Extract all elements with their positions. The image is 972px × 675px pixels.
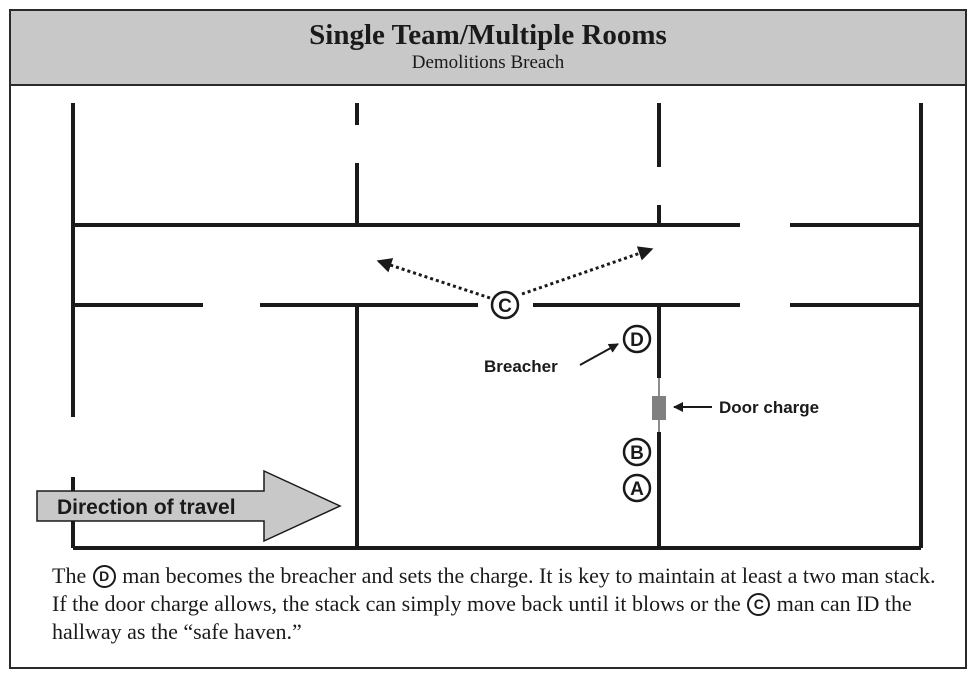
marker-b-circle: [622, 437, 652, 467]
caption-text: The D man becomes the breacher and sets …: [52, 562, 952, 646]
marker-d-letter: D: [630, 330, 644, 351]
movement-arrow-left: [376, 258, 491, 300]
page-subtitle: Demolitions Breach: [411, 52, 565, 73]
movement-arrow-right: [521, 246, 654, 296]
marker-a: A: [622, 473, 652, 503]
marker-b: B: [622, 437, 652, 467]
header-banner: Single Team/Multiple Rooms Demolitions B…: [11, 11, 965, 86]
caption-part-1: The: [52, 563, 92, 588]
direction-label: Direction of travel: [57, 496, 236, 519]
diagram-frame: [9, 9, 967, 669]
marker-d-circle: [622, 324, 652, 354]
marker-c-letter: C: [498, 296, 512, 317]
direction-arrow: [36, 469, 342, 543]
marker-c-circle: [490, 290, 520, 320]
door-charge-label: Door charge: [719, 398, 819, 417]
caption-marker-c: C: [747, 593, 771, 616]
marker-d: D: [622, 324, 652, 354]
breacher-label: Breacher: [484, 357, 558, 376]
marker-b-letter: B: [630, 443, 644, 464]
door-charge-block: [652, 396, 666, 420]
breacher-pointer-arrow: [579, 343, 619, 366]
page-title: Single Team/Multiple Rooms: [309, 19, 667, 51]
caption-part-3: man can ID the hallway as the “safe have…: [52, 591, 912, 644]
marker-a-circle: [622, 473, 652, 503]
marker-a-letter: A: [630, 479, 644, 500]
marker-c: C: [490, 290, 520, 320]
caption-part-2: man becomes the breacher and sets the ch…: [52, 563, 936, 616]
caption-marker-d: D: [92, 565, 116, 588]
walls: [71, 103, 923, 550]
